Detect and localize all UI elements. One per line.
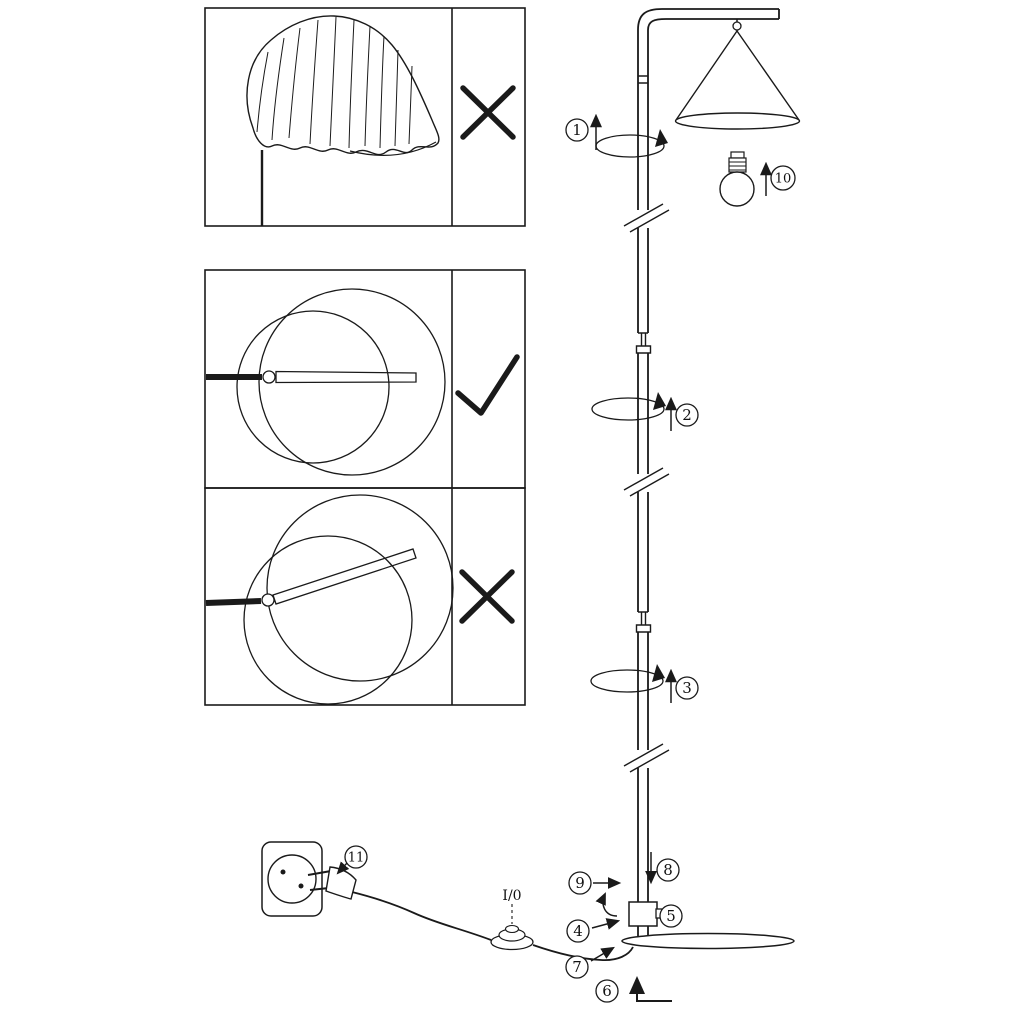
- shade-hanger-ring: [732, 21, 742, 31]
- bulb-glass: [719, 171, 755, 207]
- socket-hole: [298, 883, 304, 889]
- foot-switch: I/0: [490, 888, 534, 951]
- callout-5: 5: [659, 904, 683, 928]
- callout-4: 4: [566, 919, 590, 943]
- callout-7: 7: [565, 955, 589, 979]
- callout-10: 10: [770, 165, 796, 191]
- callout-circle: [770, 165, 796, 191]
- cloth-fold-lines: [256, 16, 413, 149]
- swivel-ball-inner: [243, 535, 413, 705]
- cloth-outline: [246, 15, 440, 156]
- callout-circle: [565, 955, 589, 979]
- wall-socket: [261, 841, 323, 917]
- clamp-body: [628, 901, 658, 927]
- arm-hinge: [262, 370, 276, 384]
- rotate-ellipse: [590, 669, 664, 693]
- power-cord: [351, 891, 634, 961]
- callout-number: 9: [575, 874, 585, 892]
- step4-arrow: [591, 918, 621, 930]
- pole-connector-lower: [635, 611, 652, 633]
- step6-cord-route-arrow: [629, 976, 672, 1002]
- arm-lead: [205, 598, 262, 606]
- panel-frame: [204, 7, 526, 227]
- cross-icon: [460, 85, 516, 140]
- pole-connector-upper: [635, 332, 652, 354]
- callout-circle: [344, 845, 368, 869]
- callout-circle: [565, 118, 589, 142]
- callout-number: 5: [666, 907, 676, 925]
- swivel-ball-inner: [236, 310, 390, 464]
- swivel-ball-outer: [258, 288, 446, 476]
- callout-9: 9: [568, 871, 592, 895]
- callout-number: 11: [348, 851, 365, 866]
- pole-collar: [638, 75, 648, 84]
- socket-well: [267, 854, 317, 904]
- callout-number: 3: [682, 679, 692, 697]
- callout-11: 11: [344, 845, 368, 869]
- callout-1: 1: [565, 118, 589, 142]
- bulb-tip: [730, 151, 745, 159]
- socket-plate: [261, 841, 323, 917]
- socket-hole: [280, 869, 286, 875]
- callout-circle: [568, 871, 592, 895]
- callout-6: 6: [595, 979, 619, 1003]
- shade-rim: [674, 112, 801, 130]
- base-clamp: [628, 901, 664, 927]
- rotate-arrowhead: [655, 129, 668, 147]
- panel-no-cover: [204, 7, 526, 227]
- callout-3: 3: [675, 676, 699, 700]
- step9-turn-arrow: [595, 892, 618, 917]
- arm-hinge: [261, 593, 275, 607]
- callout-2: 2: [675, 403, 699, 427]
- panel-frame: [204, 487, 526, 706]
- plug-body: [325, 866, 357, 900]
- base-plate: [621, 932, 795, 950]
- tube-break-marks: [623, 203, 670, 773]
- light-bulb: [719, 151, 755, 207]
- switch-label: I/0: [502, 888, 521, 904]
- arm-rod-tilted: [272, 548, 417, 605]
- rotate-arrow-2: [591, 392, 666, 421]
- callout-number: 6: [602, 982, 612, 1000]
- rotate-arrowhead: [653, 392, 666, 410]
- rotate-ellipse: [595, 134, 665, 158]
- floor-lamp-drawing: I/0: [261, 8, 801, 1003]
- panel-arm-incorrect: [204, 487, 526, 706]
- rotate-ellipse: [591, 397, 665, 421]
- shade-sides: [675, 30, 800, 121]
- step7-arrow: [590, 946, 615, 962]
- rotate-arrow-3: [590, 664, 665, 693]
- shade-rim-hint: [349, 141, 437, 156]
- callout-8: 8: [656, 858, 680, 882]
- top-arm: [637, 8, 780, 31]
- arm-rod: [275, 370, 417, 384]
- check-icon: [455, 354, 520, 416]
- callout-number: 8: [663, 861, 673, 879]
- cone-shade: [674, 19, 801, 130]
- callout-number: 10: [775, 172, 792, 187]
- callout-circle: [675, 676, 699, 700]
- rotate-arrow-1: [595, 129, 668, 158]
- bulb-threads: [729, 161, 746, 171]
- callout-number: 1: [572, 121, 582, 139]
- callout-circle: [595, 979, 619, 1003]
- callout-number: 4: [573, 922, 583, 940]
- pole: [637, 30, 649, 938]
- callout-circle: [675, 403, 699, 427]
- step11-arrow: [336, 861, 350, 875]
- callout-circle: [659, 904, 683, 928]
- cross-icon: [459, 569, 515, 624]
- callout-number: 2: [682, 406, 692, 424]
- panel-arm-correct: [204, 269, 526, 489]
- swivel-ball-outer: [266, 494, 454, 682]
- callout-circle: [566, 919, 590, 943]
- switch-button: [504, 924, 520, 934]
- callout-circle: [656, 858, 680, 882]
- rotate-arrowhead: [652, 664, 665, 682]
- callout-number: 7: [572, 958, 582, 976]
